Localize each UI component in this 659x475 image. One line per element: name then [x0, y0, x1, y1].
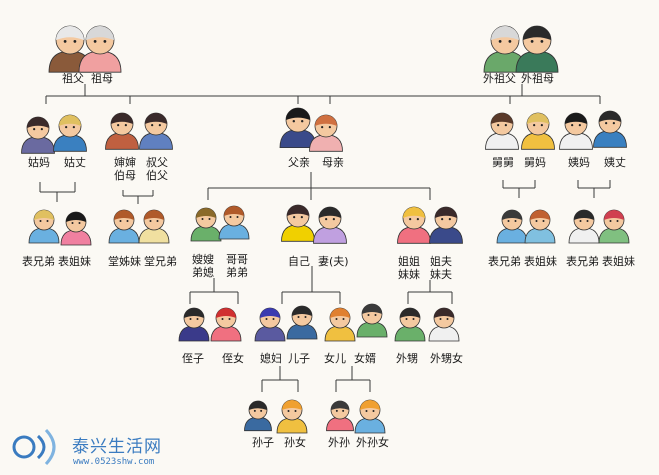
label-elder-sister-husband: 姐夫 [430, 255, 452, 268]
aunt-husband-figure [53, 114, 87, 152]
label-cousin-d-male: 表兄弟 [566, 255, 599, 268]
maternal-aunt-figure [559, 112, 593, 150]
label-uncle-2: 伯父 [146, 169, 168, 182]
son-figure [286, 305, 318, 340]
label-younger-brother-wife: 弟媳 [192, 266, 214, 279]
grandson-figure [244, 400, 272, 432]
label-aunt: 姑妈 [28, 156, 50, 169]
label-maternal-aunt: 姨妈 [568, 156, 590, 169]
label-granddaughter: 孙女 [284, 436, 306, 449]
label-daughter-in-law: 媳妇 [260, 352, 282, 365]
sister-daughter-figure [428, 307, 460, 342]
mother-figure [309, 114, 343, 152]
label-self: 自己 [288, 255, 310, 268]
label-son-in-law: 女婿 [354, 352, 376, 365]
label-mother: 母亲 [322, 156, 344, 169]
label-younger-sister: 妹妹 [398, 268, 420, 281]
label-cousin-c-male: 表兄弟 [488, 255, 521, 268]
maternal-uncle-figure [485, 112, 519, 150]
daughter-granddaughter-figure [354, 399, 386, 434]
label-cousin-a-female: 表姐妹 [58, 255, 91, 268]
label-daughter: 女儿 [324, 352, 346, 365]
self-figure [281, 204, 315, 242]
watermark-url: www.0523shw.com [73, 457, 155, 467]
label-maternal-grandmother: 外祖母 [521, 72, 554, 85]
label-father: 父亲 [288, 156, 310, 169]
label-cousin-b-female: 堂姊妹 [108, 255, 141, 268]
label-younger-sister-husband: 妹夫 [430, 268, 452, 281]
niece-figure [210, 307, 242, 342]
label-grandson: 孙子 [252, 436, 274, 449]
label-maternal-uncle-wife: 舅妈 [524, 156, 546, 169]
label-uncle-1: 叔父 [146, 156, 168, 169]
cousin-a-male-figure [28, 209, 60, 244]
cousin-a-female-figure [60, 211, 92, 246]
label-niece: 侄女 [222, 352, 244, 365]
label-grandfather: 祖父 [62, 72, 84, 85]
cousin-d-male-figure [568, 209, 600, 244]
label-son: 儿子 [288, 352, 310, 365]
granddaughter-figure [276, 399, 308, 434]
label-daughter-granddaughter: 外孙女 [356, 436, 389, 449]
label-sister-son: 外甥 [396, 352, 418, 365]
label-grandmother: 祖母 [91, 72, 113, 85]
cousin-b-female-figure [108, 209, 140, 244]
son-in-law-figure [356, 303, 388, 338]
label-maternal-aunt-husband: 姨丈 [604, 156, 626, 169]
cousin-d-female-figure [598, 209, 630, 244]
connector-lines [39, 84, 611, 392]
label-nephew: 侄子 [182, 352, 204, 365]
uncle-wife-figure [105, 112, 139, 150]
label-aunt-in-law-1: 婶婶 [114, 156, 136, 169]
elder-sister-figure [397, 206, 431, 244]
label-younger-brother: 弟弟 [226, 266, 248, 279]
label-spouse: 妻(夫) [318, 255, 349, 268]
daughter-figure [324, 307, 356, 342]
sister-in-law-figure [190, 207, 222, 242]
aunt-figure [21, 116, 55, 154]
maternal-uncle-wife-figure [521, 112, 555, 150]
label-sister-daughter: 外甥女 [430, 352, 463, 365]
label-elder-sister: 姐姐 [398, 255, 420, 268]
daughter-in-law-figure [254, 307, 286, 342]
label-daughter-grandson: 外孙 [328, 436, 350, 449]
label-maternal-uncle: 舅舅 [492, 156, 514, 169]
maternal-grandmother-figure [515, 25, 559, 73]
watermark-name: 泰兴生活网 [72, 437, 162, 457]
nephew-figure [178, 307, 210, 342]
label-maternal-grandfather: 外祖父 [483, 72, 516, 85]
label-cousin-d-female: 表姐妹 [602, 255, 635, 268]
spouse-figure [313, 206, 347, 244]
elder-brother-figure [218, 205, 250, 240]
daughter-grandson-figure [326, 400, 354, 432]
cousin-c-female-figure [524, 209, 556, 244]
label-cousin-b-male: 堂兄弟 [144, 255, 177, 268]
father-figure [279, 107, 317, 148]
label-elder-brother: 哥哥 [226, 253, 248, 266]
label-cousin-c-female: 表姐妹 [524, 255, 557, 268]
label-aunt-husband: 姑丈 [64, 156, 86, 169]
grandmother-figure [78, 25, 122, 73]
maternal-aunt-husband-figure [593, 110, 627, 148]
label-aunt-in-law-2: 伯母 [114, 169, 136, 182]
label-sister-in-law: 嫂嫂 [192, 253, 214, 266]
watermark-logo [12, 428, 56, 466]
cousin-b-male-figure [138, 209, 170, 244]
cousin-c-male-figure [496, 209, 528, 244]
sister-son-figure [394, 307, 426, 342]
uncle-figure [139, 112, 173, 150]
label-cousin-a-male: 表兄弟 [22, 255, 55, 268]
elder-sister-husband-figure [429, 206, 463, 244]
maternal-grandfather-figure [483, 25, 527, 73]
people-figures [21, 25, 630, 434]
